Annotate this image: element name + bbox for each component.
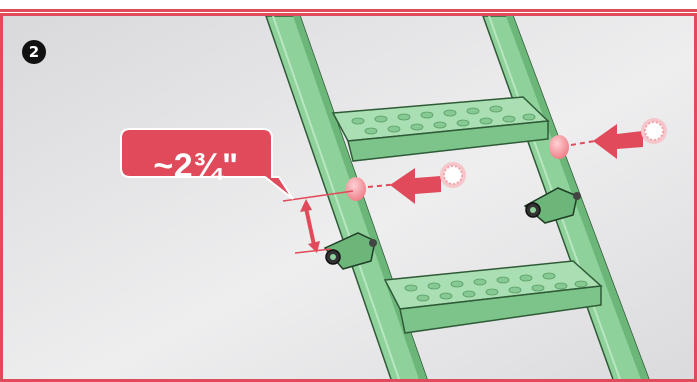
- bolt-cap-icon: [440, 162, 466, 188]
- instruction-panel: 2 ~2¾": [0, 13, 697, 382]
- step-number-badge: 2: [22, 40, 46, 64]
- bolt-cap-icon: [641, 118, 667, 144]
- bolt-cap-icon: [549, 135, 569, 159]
- top-panel-strip: [0, 0, 697, 12]
- measurement-label: ~2¾": [121, 142, 271, 190]
- bolt-cap-icon: [346, 177, 366, 201]
- ladder-illustration: [3, 16, 697, 382]
